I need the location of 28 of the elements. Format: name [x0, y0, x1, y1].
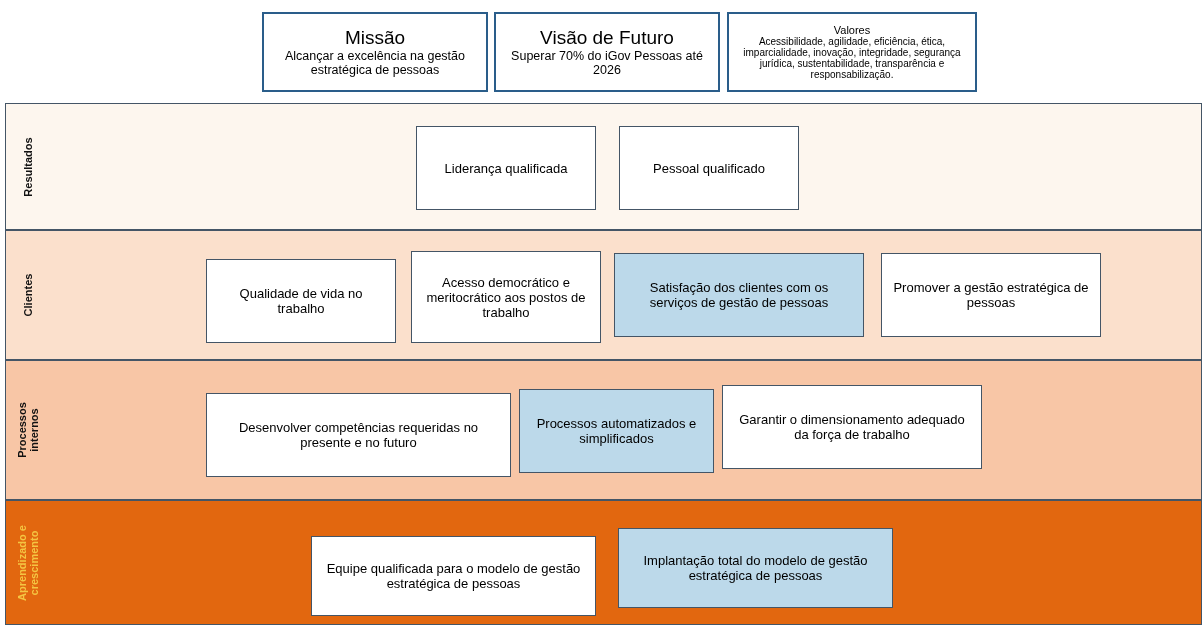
- statement-box: [262, 12, 488, 92]
- objective-box: Equipe qualificada para o modelo de gestão estratégica de pessoas: [311, 536, 596, 616]
- objective-box: Qualidade de vida no trabalho: [206, 259, 396, 343]
- statement-box: [727, 12, 977, 92]
- objective-box: Implantação total do modelo de gestão estratégica de pessoas: [618, 528, 893, 608]
- statement-box: [494, 12, 720, 92]
- objective-box: Satisfação dos clientes com os serviços de gestão de pessoas: [614, 253, 864, 337]
- perspective-band: [5, 230, 1202, 360]
- band-label: Clientes: [22, 272, 34, 319]
- objective-box: Garantir o dimensionamento adequado da força de trabalho: [722, 385, 982, 469]
- perspective-band: [5, 103, 1202, 230]
- objective-box: Desenvolver competências requeridas no presente e no futuro: [206, 393, 511, 477]
- objective-box: Promover a gestão estratégica de pessoas: [881, 253, 1101, 337]
- band-label: Resultados: [22, 135, 34, 199]
- perspective-band: [5, 360, 1202, 500]
- box-heading: Visão de Futuro: [540, 27, 674, 49]
- band-label: Processos internos: [16, 401, 40, 460]
- box-text: Acessibilidade, agilidade, eficiência, ética, imparcialidade, inovação, integridade, segurança jurídica, sustentabilidade, transparência e responsabilização.: [742, 36, 962, 80]
- box-text: Alcançar a excelência na gestão estratégica de pessoas: [284, 49, 466, 77]
- objective-box: Acesso democrático e meritocrático aos postos de trabalho: [411, 251, 601, 343]
- objective-box: Pessoal qualificado: [619, 126, 799, 210]
- objective-box: Liderança qualificada: [416, 126, 596, 210]
- box-heading: Missão: [344, 27, 406, 49]
- box-heading: Valores: [833, 24, 871, 36]
- objective-box: Processos automatizados e simplificados: [519, 389, 714, 473]
- box-text: Superar 70% do iGov Pessoas até 2026: [510, 49, 704, 77]
- perspective-band: [5, 500, 1202, 625]
- band-label: Aprendizado e crescimento: [16, 523, 40, 603]
